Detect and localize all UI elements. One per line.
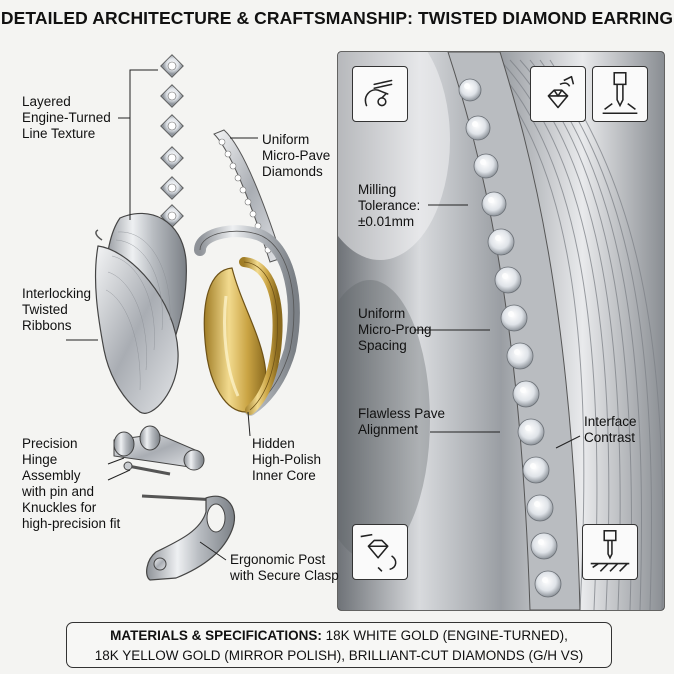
white-gold-twisted-ribbon xyxy=(94,212,187,414)
diamond-setting-icon xyxy=(530,66,586,122)
hinge-assembly xyxy=(113,425,205,476)
milling-drill-icon xyxy=(582,524,638,580)
pave-diamonds xyxy=(458,78,562,598)
yellow-gold-inner-core xyxy=(203,257,283,415)
footer-label: MATERIALS & SPECIFICATIONS: xyxy=(110,628,322,643)
diamond-drop-chain xyxy=(160,54,184,228)
white-gold-hoop xyxy=(194,225,300,416)
hand-tweezer-icon xyxy=(352,66,408,122)
right-leader-lines xyxy=(414,204,581,449)
ergonomic-post xyxy=(141,494,236,581)
page-title: DETAILED ARCHITECTURE & CRAFTSMANSHIP: T… xyxy=(0,8,674,28)
footer-line2: 18K YELLOW GOLD (MIRROR POLISH), BRILLIA… xyxy=(94,648,584,663)
footer-line1: 18K WHITE GOLD (ENGINE-TURNED), xyxy=(325,628,568,643)
left-leader-lines xyxy=(66,69,258,561)
drill-bit-icon xyxy=(592,66,648,122)
hand-diamond-icon xyxy=(352,524,408,580)
materials-footer: MATERIALS & SPECIFICATIONS: 18K WHITE GO… xyxy=(66,622,612,668)
